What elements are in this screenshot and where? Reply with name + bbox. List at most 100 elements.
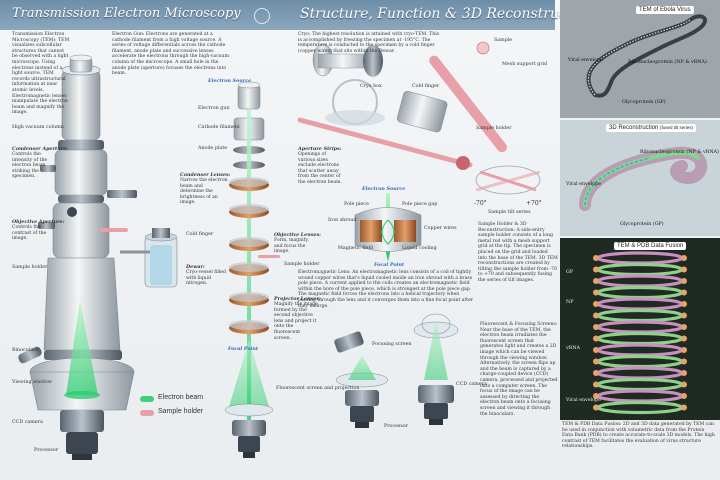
label-cold-finger-right: Cold finger: [412, 84, 440, 89]
legend-holder-label: Sample holder: [158, 408, 204, 415]
label-dewar: Dewar:: [186, 264, 205, 270]
label-electron-gun: Electron gun: [198, 106, 230, 111]
glycoprotein-spike: [593, 381, 599, 388]
glycoprotein-spike: [681, 404, 687, 411]
text-condenser-lenses: Narrow the electron beam and determine t…: [180, 178, 228, 206]
label-projector: Projector Lenses:: [274, 296, 321, 302]
glycoprotein-spike: [681, 324, 687, 330]
label-vacuum: High vacuum column: [12, 125, 64, 130]
text-objective-aperture: Controls the contrast of the image.: [12, 225, 47, 242]
glycoprotein-spike: [593, 278, 599, 284]
text-projector: Magnify the image formed by the second o…: [274, 302, 318, 341]
glycoprotein-spike: [593, 255, 599, 261]
label-mesh: Mesh support grid: [502, 62, 548, 67]
lens-stack: [229, 177, 269, 334]
ebola-ribonucleoprotein: Ribonucleoprotein (NP & vRNA): [628, 60, 707, 65]
label-pole-piece: Pole piece: [344, 202, 369, 207]
glycoprotein-spike: [593, 266, 599, 273]
label-viewing-window: Viewing window: [12, 380, 52, 385]
label-magnetic-field: Magnetic field: [338, 246, 374, 251]
intro-text: Transmission Electron Microscopy (TEM): …: [12, 32, 70, 116]
glycoprotein-spike: [681, 393, 687, 399]
title-right: Structure, Function & 3D Reconstruction: [300, 6, 595, 22]
legend-holder-swatch: [140, 410, 154, 416]
label-electron-source: Electron Source: [208, 78, 252, 84]
em-lens-text: Electromagnetic Lens: An electromagnetic…: [298, 270, 473, 309]
screen-drawing: [334, 313, 459, 428]
fusion-text: TEM & PDB Data Fusion: 2D and 3D data ge…: [562, 422, 715, 450]
label-ccd-left: CCD camera: [12, 420, 43, 425]
sample-holder-drawing: [297, 41, 541, 195]
recon-viral-envelope: Viral envelope: [566, 182, 601, 187]
label-copper-wires: Copper wires: [424, 226, 457, 231]
sample-holder-text: Sample Holder & 3D Reconstruction: A sid…: [478, 222, 558, 283]
glycoprotein-spike: [593, 324, 599, 330]
label-tilt-series: Sample tilt series: [488, 210, 531, 215]
legend-beam-swatch: [140, 396, 154, 402]
text-objective-lenses: Form, magnify, and focus the image.: [274, 238, 309, 255]
fusion-np: NP: [566, 300, 574, 305]
glycoprotein-spike: [593, 301, 599, 307]
fusion-title: TEM & PDB Data Fusion: [614, 242, 687, 250]
recon-title-main: 3D Reconstruction: [609, 125, 659, 131]
em-lens-drawing: [354, 193, 422, 262]
glycoprotein-spike: [681, 358, 687, 365]
label-sample-holder-right: Sample holder: [476, 126, 512, 131]
glycoprotein-spike: [593, 312, 599, 319]
glycoprotein-spike: [681, 301, 687, 307]
label-anode: Anode plate: [198, 146, 228, 151]
label-objective-aperture: Objective Aperture:: [12, 219, 65, 225]
label-ccd-right: CCD camera: [456, 382, 487, 387]
glycoprotein-spike: [681, 381, 687, 388]
label-focal-point-center: Focal Point: [228, 346, 259, 352]
lens-column: [224, 81, 280, 458]
glycoprotein-spike: [593, 347, 599, 353]
glycoprotein-spike: [681, 312, 687, 319]
label-focal-point-lens: Focal Point: [374, 262, 405, 268]
label-processor-left: Processor: [34, 448, 59, 453]
glycoprotein-spike: [593, 289, 599, 296]
recon-image: [560, 120, 720, 236]
label-sample-holder-center: Sample holder: [284, 262, 320, 267]
microscope: [18, 54, 178, 460]
text-aperture-strips: Openings of various sizes exclude electr…: [298, 152, 342, 185]
label-sample-holder-left: Sample holder: [12, 265, 48, 270]
text-condenser-aperture: Controls the intensity of the electron b…: [12, 152, 48, 180]
legend-beam-label: Electron beam: [158, 394, 204, 401]
label-liquid-cooling: Liquid cooling: [402, 246, 437, 251]
label-binoculars: Binoculars: [12, 348, 38, 353]
gun-text: Electron Gun: Electrons are generated at…: [112, 32, 229, 77]
label-objective-lenses: Objective Lenses:: [274, 232, 321, 238]
recon-glycoprotein: Glycoprotein (GP): [620, 222, 664, 227]
text-dewar: Cryo-vessel filled with liquid nitrogen.: [186, 270, 226, 287]
atom-icon: [254, 8, 270, 24]
recon-title: 3D Reconstruction (fused tilt series): [606, 124, 697, 132]
label-sample: Sample: [494, 38, 513, 43]
glycoprotein-spike: [681, 255, 687, 261]
title-left: Transmission Electron Microscopy: [12, 6, 241, 21]
fusion-image: [560, 238, 720, 420]
label-condenser-lenses: Condenser Lenses:: [180, 172, 231, 178]
label-pole-gap: Pole piece gap: [402, 202, 438, 207]
glycoprotein-spike: [593, 370, 599, 376]
label-tilt-pos: +70°: [526, 200, 542, 207]
glycoprotein-spike: [593, 393, 599, 399]
glycoprotein-spike: [681, 370, 687, 376]
glycoprotein-spike: [681, 266, 687, 273]
fusion-gp: GP: [566, 270, 574, 275]
fusion-vrna: vRNA: [566, 346, 580, 351]
glycoprotein-spike: [593, 358, 599, 365]
label-processor-right: Processor: [384, 424, 409, 429]
ebola-glycoprotein: Glycoprotein (GP): [622, 100, 666, 105]
screen-text: Fluorescent & Focusing Screens: Near the…: [480, 322, 558, 417]
title-bar: [0, 0, 555, 30]
label-tilt-neg: -70°: [474, 200, 487, 207]
ebola-viral-envelope: Viral envelope: [568, 58, 603, 63]
label-cryo-box: Cryo box: [360, 84, 382, 89]
recon-subtitle: (fused tilt series): [660, 125, 694, 130]
label-focusing-screen: Focusing screen: [372, 342, 412, 347]
glycoprotein-spike: [681, 335, 687, 342]
label-cathode: Cathode filament: [198, 125, 240, 130]
